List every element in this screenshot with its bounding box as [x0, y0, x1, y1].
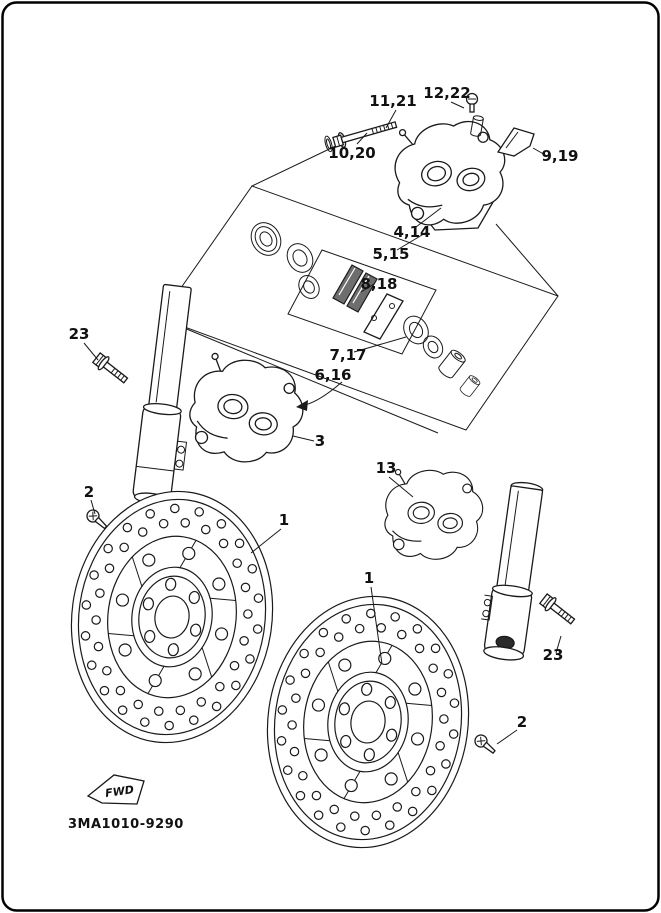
callout-2-left: 2 — [84, 483, 94, 501]
pad-clip — [496, 127, 535, 157]
right-fork-tube — [481, 481, 544, 661]
callout-1-left: 1 — [279, 511, 289, 529]
dust-seal — [298, 275, 320, 299]
leader-lines — [83, 101, 562, 745]
callout-3: 3 — [315, 432, 325, 450]
callout-8-18: 8,18 — [360, 275, 397, 293]
callout-2-right: 2 — [517, 713, 527, 731]
pad-shim — [363, 293, 404, 340]
callout-12-22: 12,22 — [423, 84, 470, 102]
fork-pinch-bolt-right — [538, 593, 576, 625]
install-arrow — [296, 381, 343, 411]
caliper-bolt — [324, 121, 398, 153]
exploded-view-box — [159, 141, 559, 434]
callout-1-right: 1 — [364, 569, 374, 587]
seal-ring-rear-2 — [422, 335, 444, 359]
callout-4-14: 4,14 — [393, 223, 430, 241]
fork-pinch-bolt-left — [91, 352, 129, 384]
seal-kit-parts — [250, 222, 482, 399]
caliper-left — [184, 350, 309, 469]
callout-6-16: 6,16 — [314, 366, 351, 384]
disc-screw-right — [474, 734, 496, 754]
caliper-assembly-top — [382, 106, 519, 237]
drawing-number: 3MA1010-9290 — [68, 817, 184, 832]
callout-23-left: 23 — [69, 325, 90, 343]
fwd-label: FWD — [104, 783, 134, 800]
slide-bushing-small — [458, 373, 482, 399]
callout-23-right: 23 — [543, 646, 564, 664]
brake-disc-left — [70, 490, 274, 744]
brake-disc-right — [266, 595, 470, 849]
callout-11-21: 11,21 — [369, 92, 416, 110]
pad-pin-screw — [465, 92, 484, 137]
callout-9-19: 9,19 — [541, 147, 578, 165]
slide-bushing — [436, 347, 468, 381]
dust-boot — [250, 222, 282, 256]
seal-ring-rear — [403, 315, 429, 345]
callout-10-20: 10,20 — [328, 144, 375, 162]
callout-7-17: 7,17 — [329, 346, 366, 364]
callout-13: 13 — [376, 459, 397, 477]
brake-pads — [332, 264, 378, 313]
piston-seal — [286, 243, 314, 273]
fwd-marker: FWD — [86, 774, 145, 805]
disc-screw-left — [86, 509, 108, 530]
callout-5-15: 5,15 — [372, 245, 409, 263]
caliper-right — [380, 463, 487, 564]
callout-labels: 11,21 12,22 10,20 9,19 4,14 5,15 8,18 7,… — [69, 84, 579, 731]
